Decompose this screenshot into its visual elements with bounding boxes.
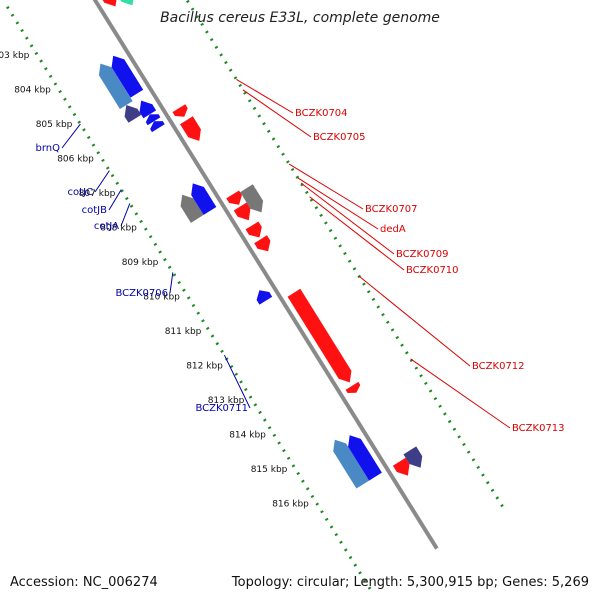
tick-label-804: 804 kbp <box>14 86 51 96</box>
gene-label-BCZK0706: BCZK0706 <box>115 288 168 299</box>
blue-815 <box>348 435 382 481</box>
BCZK0713-gene <box>345 381 361 393</box>
BCZK0704-gene <box>172 104 188 117</box>
red-top <box>102 0 117 7</box>
gene-label-BCZK0709: BCZK0709 <box>396 249 449 260</box>
gene-label-dedA: dedA <box>380 224 406 235</box>
leader-BCZK0704 <box>236 79 294 114</box>
leader-BCZK0707 <box>288 163 364 210</box>
map-title: Bacillus cereus E33L, complete genome <box>160 10 440 26</box>
red-810 <box>254 235 271 252</box>
leader-BCZK0709 <box>300 182 395 255</box>
tick-label-807: 807 kbp <box>79 189 116 199</box>
dedA-gene <box>242 187 264 213</box>
BCZK0709-gene <box>226 190 242 205</box>
genome-summary-text: Topology: circular; Length: 5,300,915 bp… <box>231 575 589 590</box>
blue-805 <box>139 100 157 119</box>
tick-label-809: 809 kbp <box>122 258 159 268</box>
tick-label-803: 803 kbp <box>0 51 30 61</box>
label-leader-lines <box>61 79 511 429</box>
navy-816 <box>403 446 423 468</box>
brnQ-gene <box>98 63 133 109</box>
leader-dedA <box>297 177 379 230</box>
tick-dot-line-outer <box>185 0 505 509</box>
leader-cotJB <box>108 189 122 211</box>
teal-top <box>120 0 134 6</box>
leader-BCZK0712 <box>358 275 471 367</box>
blue-804 <box>111 55 144 98</box>
gene-label-BCZK0713: BCZK0713 <box>512 423 565 434</box>
tick-label-806: 806 kbp <box>57 155 94 165</box>
cotJB-gene <box>145 114 161 126</box>
gene-label-BCZK0711: BCZK0711 <box>195 403 248 414</box>
leader-BCZK0706 <box>169 272 174 294</box>
BCZK0712-gene <box>287 288 352 383</box>
accession-text: Accession: NC_006274 <box>10 575 158 590</box>
backbone-line <box>92 0 439 550</box>
BCZK0706-gene <box>180 194 204 223</box>
leader-cotJC <box>94 170 110 193</box>
tick-label-811: 811 kbp <box>165 327 202 337</box>
tick-label-814: 814 kbp <box>229 431 266 441</box>
leader-BCZK0705 <box>242 89 312 138</box>
tick-label-812: 812 kbp <box>186 362 223 372</box>
gene-label-BCZK0712: BCZK0712 <box>472 361 525 372</box>
tick-dot-line-inner <box>6 5 372 591</box>
BCZK0705-gene <box>180 116 201 141</box>
leader-brnQ <box>61 123 81 149</box>
tick-label-813: 813 kbp <box>208 396 245 406</box>
red-809b <box>245 221 262 238</box>
gene-label-cotJC: cotJC <box>68 187 93 198</box>
gene-label-BCZK0705: BCZK0705 <box>313 132 366 143</box>
gene-label-cotJA: cotJA <box>94 221 119 232</box>
cotJC-gene <box>124 105 142 123</box>
red-816 <box>392 457 410 476</box>
tick-labels: 803 kbp 804 kbp 805 kbp 806 kbp 807 kbp 808 k… <box>0 51 309 510</box>
genome-backbone <box>92 0 439 550</box>
BCZK0710-gene <box>233 202 251 221</box>
leader-BCZK0711 <box>223 354 251 409</box>
gene-label-BCZK0704: BCZK0704 <box>295 108 348 119</box>
cotJA-gene <box>150 121 165 133</box>
leader-BCZK0710 <box>309 196 405 271</box>
blue-808 <box>191 183 217 215</box>
gene-label-cotJB: cotJB <box>82 205 107 216</box>
gene-label-brnQ: brnQ <box>36 143 61 154</box>
leader-BCZK0713 <box>410 358 511 429</box>
leader-cotJA <box>120 203 131 227</box>
gene-label-BCZK0707: BCZK0707 <box>365 204 418 215</box>
BCZK0711-gene <box>256 290 273 305</box>
tick-dot-lines <box>6 0 505 591</box>
gene-features <box>98 0 423 489</box>
tick-label-805: 805 kbp <box>36 120 73 130</box>
tick-label-810: 810 kbp <box>143 293 180 303</box>
tick-label-816: 816 kbp <box>272 500 309 510</box>
tick-label-808: 808 kbp <box>100 224 137 234</box>
tick-label-815: 815 kbp <box>251 465 288 475</box>
steelblue-815 <box>333 439 370 489</box>
gene-label-BCZK0710: BCZK0710 <box>406 265 459 276</box>
